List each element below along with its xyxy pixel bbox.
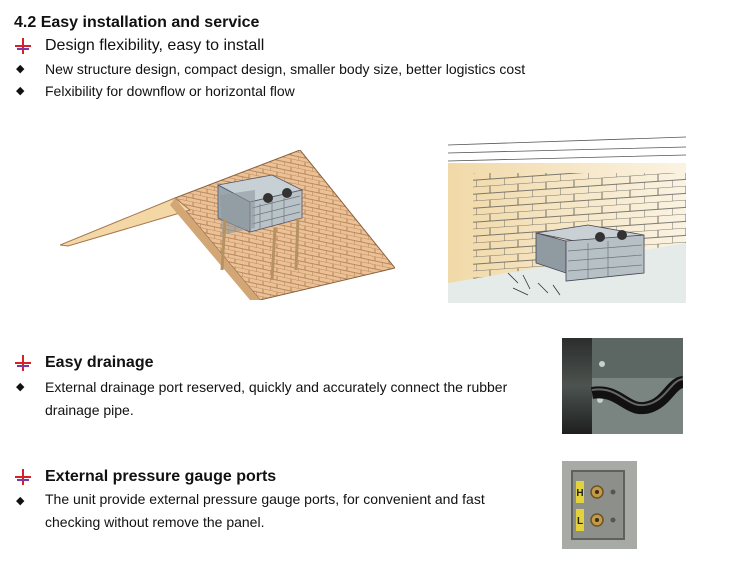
diamond-bullet-icon: ◆ [16, 63, 25, 75]
drainage-pipe-photo [562, 338, 683, 434]
diamond-bullet-icon: ◆ [16, 85, 25, 97]
installation-bullet-1: New structure design, compact design, sm… [45, 61, 526, 77]
gauge-ports-photo: H L [562, 461, 637, 549]
cross-bullet-icon [15, 38, 31, 54]
diamond-bullet-icon: ◆ [16, 381, 25, 393]
installation-bullet-2: Felxibility for downflow or horizontal f… [45, 83, 295, 99]
cross-bullet-icon [15, 355, 31, 371]
port-label-l: L [577, 516, 583, 527]
drainage-heading: Easy drainage [45, 354, 154, 371]
installation-heading: Design flexibility, easy to install [45, 37, 265, 54]
diamond-bullet-icon: ◆ [16, 495, 25, 507]
drainage-line-1: External drainage port reserved, quickly… [45, 379, 508, 395]
gauge-line-2: checking without remove the panel. [45, 514, 265, 530]
rooftop-unit-illustration [60, 150, 395, 300]
drainage-line-2: drainage pipe. [45, 402, 134, 418]
wall-unit-illustration [448, 136, 686, 303]
gauge-heading: External pressure gauge ports [45, 468, 277, 485]
section-title: 4.2 Easy installation and service [14, 14, 260, 31]
cross-bullet-icon [15, 469, 31, 485]
gauge-line-1: The unit provide external pressure gauge… [45, 491, 485, 507]
port-label-h: H [576, 488, 583, 499]
